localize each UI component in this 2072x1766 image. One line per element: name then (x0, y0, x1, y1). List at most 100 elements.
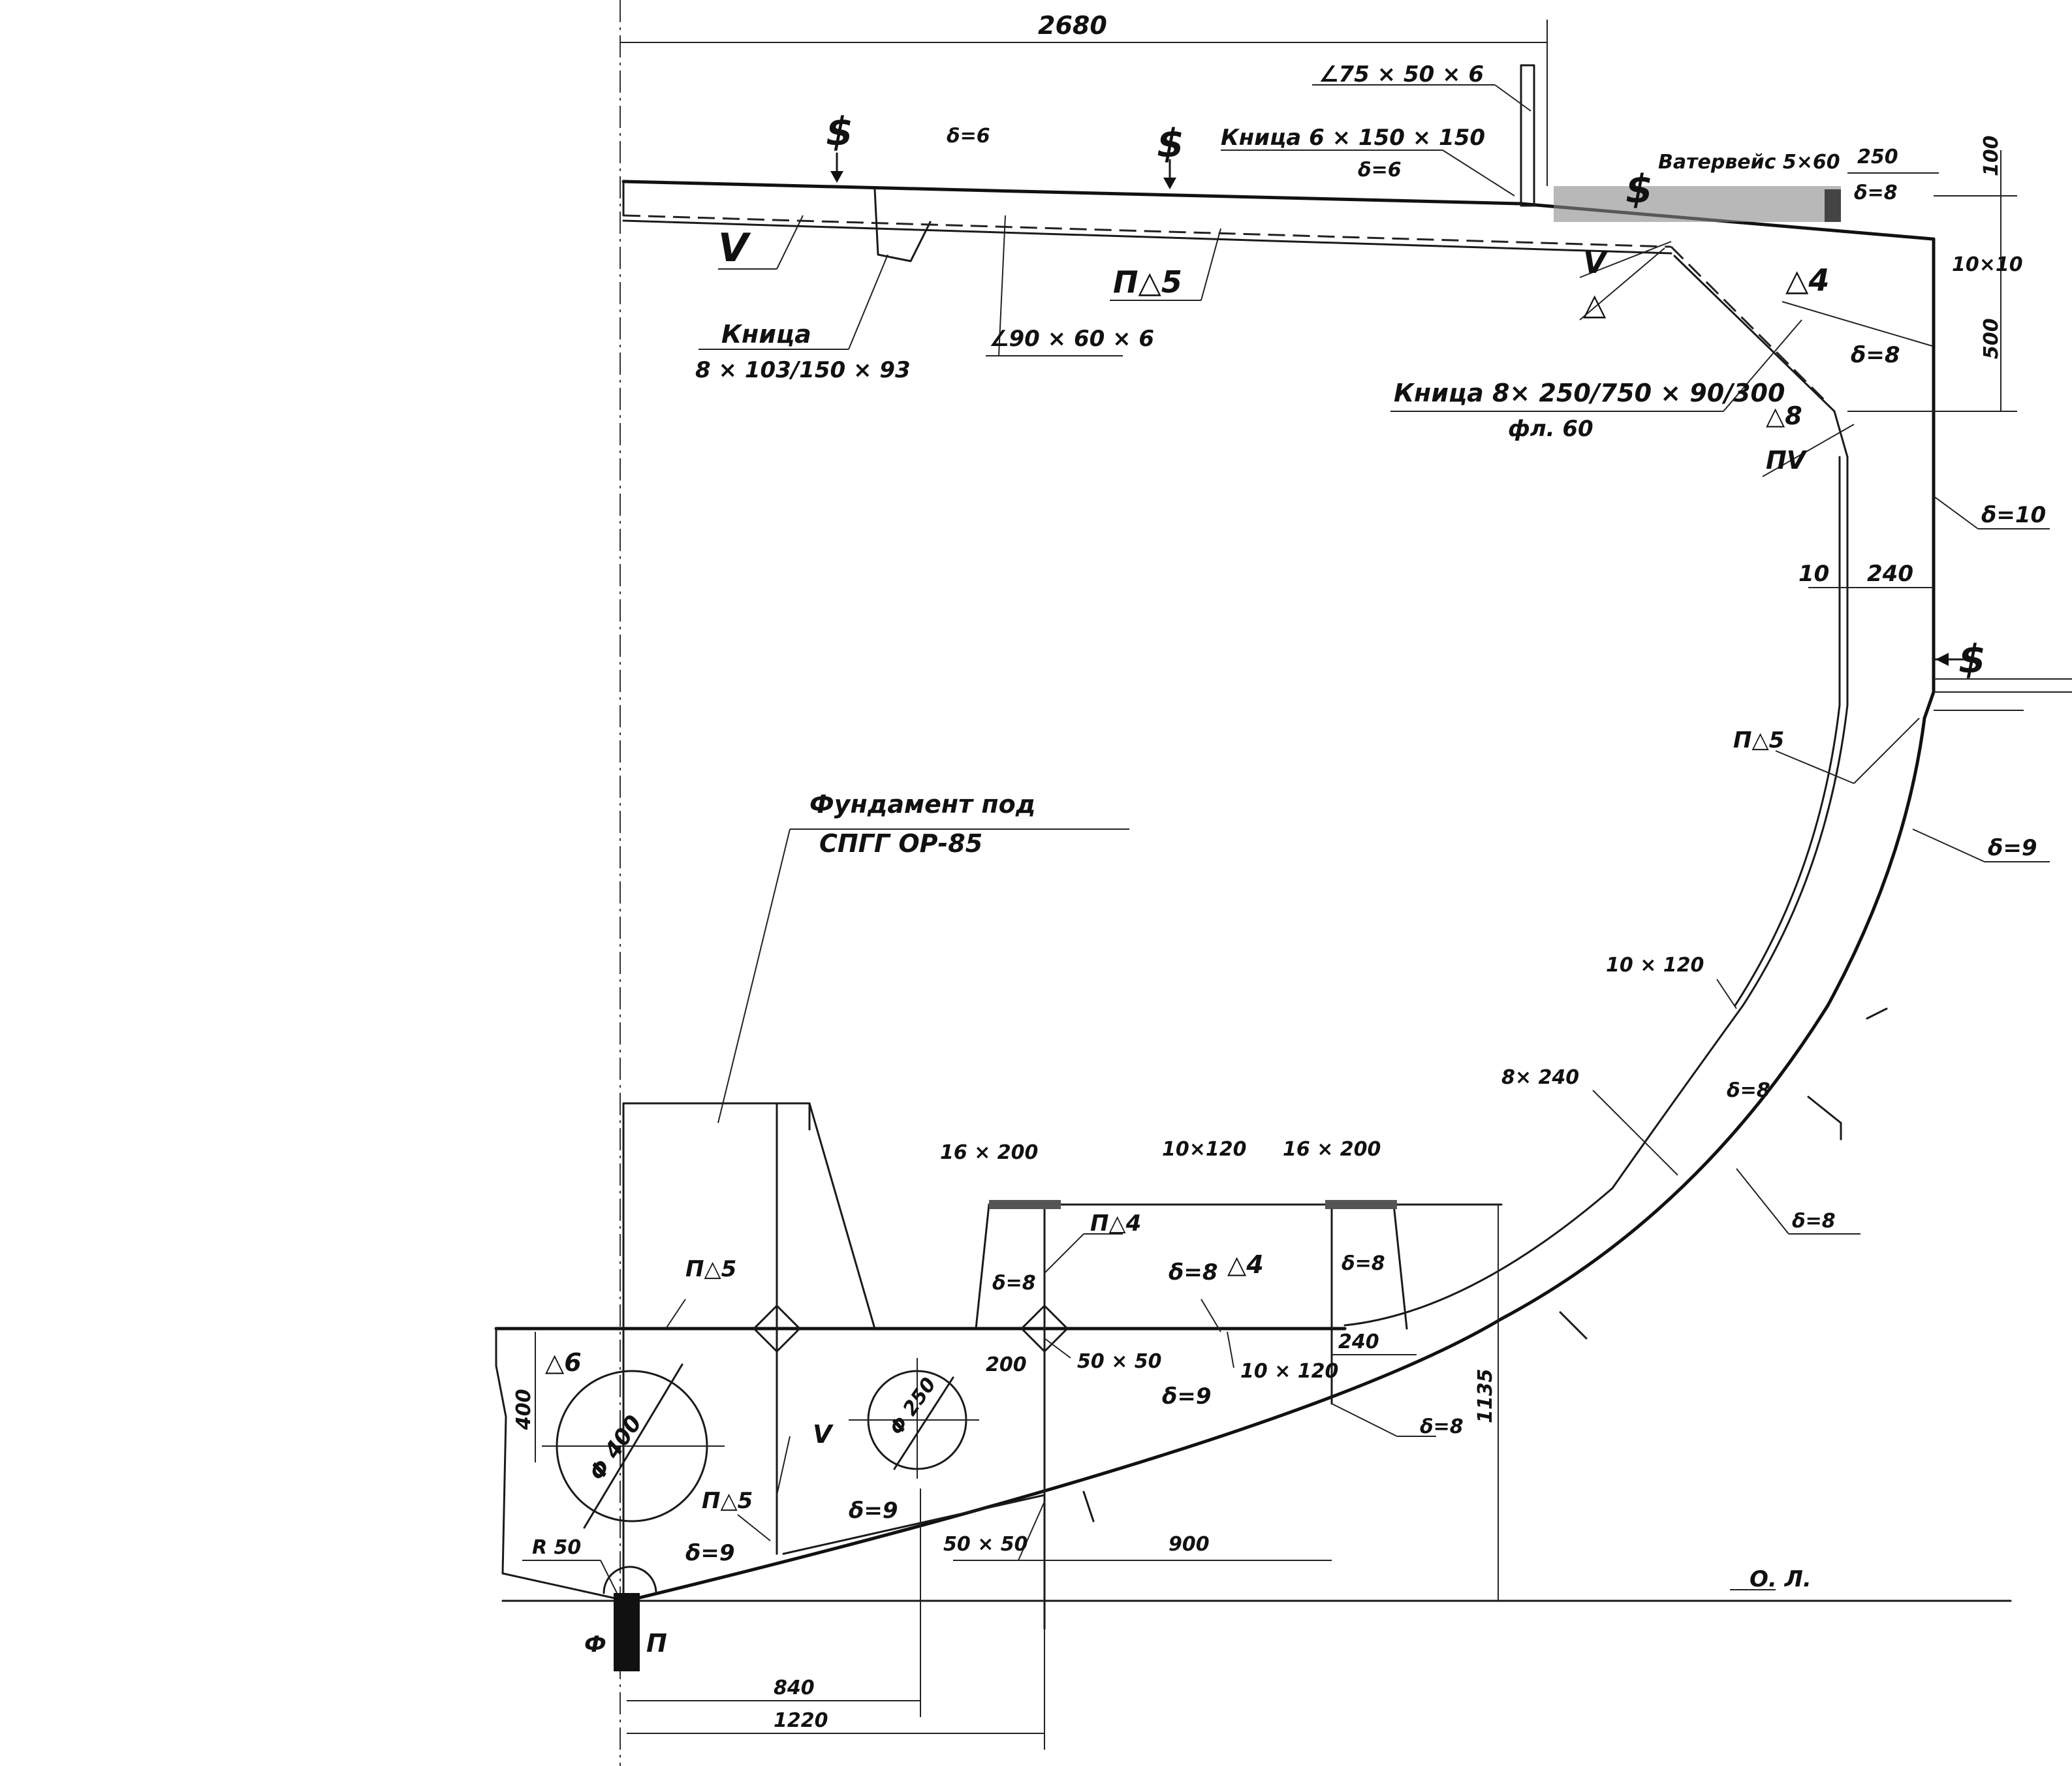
stop-symbol-1: $ (826, 109, 853, 155)
label-keel-f: Ф (584, 1632, 606, 1658)
dim-240-side: 240 (1867, 561, 1913, 587)
deck-beam-dashed (623, 214, 1672, 248)
arrow-stop-side-head (1936, 653, 1949, 666)
label-weld-p5-bottom: П△5 (702, 1488, 753, 1514)
label-angle-top: ∠75 × 50 × 6 (1319, 61, 1484, 87)
leader-p5-side-tip (1853, 717, 1920, 784)
label-bracket-top: Кница 6 × 150 × 150 (1221, 125, 1485, 151)
label-r50: R 50 (532, 1536, 581, 1559)
leader-weld-p5-tip (1201, 228, 1221, 301)
weld-diamond-centre (1020, 1304, 1069, 1353)
label-gusset-50x50-a: 50 × 50 (1077, 1350, 1162, 1373)
leader-10x120 (1227, 1331, 1234, 1368)
arrow-stop-2-head (1163, 178, 1176, 189)
label-gusset-50x50-b: 50 × 50 (943, 1533, 1028, 1556)
floor-left-break (495, 1364, 507, 1575)
leader-bracket-left-tip (848, 254, 888, 350)
side-shell (625, 237, 1936, 1603)
hole-250-dia-line (893, 1376, 954, 1470)
dim-240-bottom: 240 (1338, 1331, 1379, 1353)
leader-d9 (1912, 828, 1985, 862)
label-v-left: V (718, 225, 751, 271)
side-frame-outer (1343, 456, 1849, 1327)
leader-v-floor (776, 1436, 791, 1496)
leader-p4-tip (1044, 1233, 1084, 1274)
stop-symbol-2: $ (1157, 121, 1184, 166)
label-flat-10x120: 10 × 120 (1240, 1360, 1338, 1383)
dim-840: 840 (774, 1677, 815, 1699)
leader-angle-deck-tip (998, 215, 1006, 356)
leader-8x240 (1592, 1090, 1678, 1176)
leader-weld-pv (1762, 424, 1855, 477)
section-arrows (830, 152, 1966, 1522)
label-tri-right: △ (1583, 287, 1607, 322)
label-d8-bilge: δ=8 (1727, 1079, 1770, 1102)
dim-400: 400 (512, 1389, 535, 1430)
leader-foundation-tip (717, 828, 791, 1124)
label-foundation-2: СПГГ ОР-85 (819, 829, 982, 858)
dim-1135: 1135 (1474, 1369, 1497, 1424)
label-bracket-left-1: Кница (721, 320, 811, 349)
label-d9-bottom-middle: δ=9 (849, 1498, 898, 1524)
arrow-stop-1-head (830, 171, 843, 183)
stop-symbol-3: $ (1625, 166, 1653, 212)
leader-weld4 (1782, 301, 1933, 347)
label-d8-corner: δ=8 (1854, 181, 1898, 204)
hull-geometry (494, 0, 2012, 1766)
leader-v-right (1579, 241, 1672, 278)
label-v-right: V (1583, 245, 1609, 280)
dim-500: 500 (1980, 318, 2003, 359)
label-ol: О. Л. (1750, 1566, 1812, 1592)
label-d6-deck: δ=6 (1358, 159, 1402, 181)
label-girder-16x200-left: 16 × 200 (940, 1141, 1038, 1164)
coaming-angle (1520, 64, 1535, 207)
leader-angle-top-tip (1494, 84, 1531, 112)
label-weld-4: △4 (1785, 262, 1829, 298)
waterway-end (1825, 189, 1841, 222)
label-d8-web-left: δ=8 (992, 1272, 1036, 1295)
bottom-gusset-line (782, 1494, 1046, 1555)
dim-2680: 2680 (1038, 11, 1107, 40)
label-watervais: Ватервейс 5×60 (1658, 151, 1840, 174)
dim-250: 250 (1857, 146, 1898, 168)
girder-left-outer (975, 1203, 990, 1330)
label-bracket-left-2: 8 × 103/150 × 93 (695, 357, 911, 383)
leader-p5-floor (665, 1299, 686, 1329)
dim-100: 100 (1980, 135, 2003, 176)
arrow-stop-bottom (1559, 1311, 1588, 1340)
weld-diamond-left (753, 1304, 801, 1353)
flange-16x200-right (1325, 1200, 1397, 1209)
leader-50x50-a (1044, 1338, 1071, 1359)
label-weld-pv: ПV (1766, 446, 1808, 475)
label-bracket-big-2: фл. 60 (1508, 416, 1593, 442)
label-weld-6: △6 (545, 1348, 582, 1377)
keel-bar (614, 1593, 640, 1671)
leader-50x50-b-tip (1018, 1501, 1045, 1561)
label-weld-p5-floor: П△5 (685, 1256, 736, 1282)
label-frame-8x240: 8× 240 (1501, 1066, 1579, 1089)
leader-bracket-big-tip (1723, 319, 1802, 412)
keel-radius (603, 1566, 657, 1594)
annotations: 2680 ∠75 × 50 × 6 Кница 6 × 150 × 150 δ=… (512, 11, 2046, 1732)
label-weld-p5: П△5 (1113, 264, 1182, 300)
label-d9-bottom-left: δ=9 (685, 1540, 735, 1566)
flange-16x200-left (989, 1200, 1061, 1209)
leader-p5-side (1775, 750, 1855, 784)
leader-d10 (1933, 496, 1979, 529)
leader-p5-bottom (737, 1514, 771, 1541)
label-weld-4b: △4 (1227, 1250, 1264, 1279)
girder-right-outer (1392, 1203, 1408, 1330)
stop-symbol-side: $ (1958, 637, 1986, 682)
label-d10-side: δ=10 (1981, 502, 2046, 528)
leader-d8-bilge (1736, 1168, 1789, 1235)
dimension-lines (535, 20, 2072, 1750)
label-weld-8: △8 (1766, 402, 1802, 430)
leader-10x120 (1716, 979, 1737, 1009)
label-d8-side: δ=8 (1851, 342, 1900, 368)
arrow-stop-bilge (1866, 1007, 1888, 1020)
label-weld-p4: П△4 (1090, 1210, 1141, 1237)
waterway-bar (1554, 186, 1841, 222)
dim-10x10: 10×10 (1952, 253, 2023, 276)
knee-bracket-left (873, 188, 932, 262)
